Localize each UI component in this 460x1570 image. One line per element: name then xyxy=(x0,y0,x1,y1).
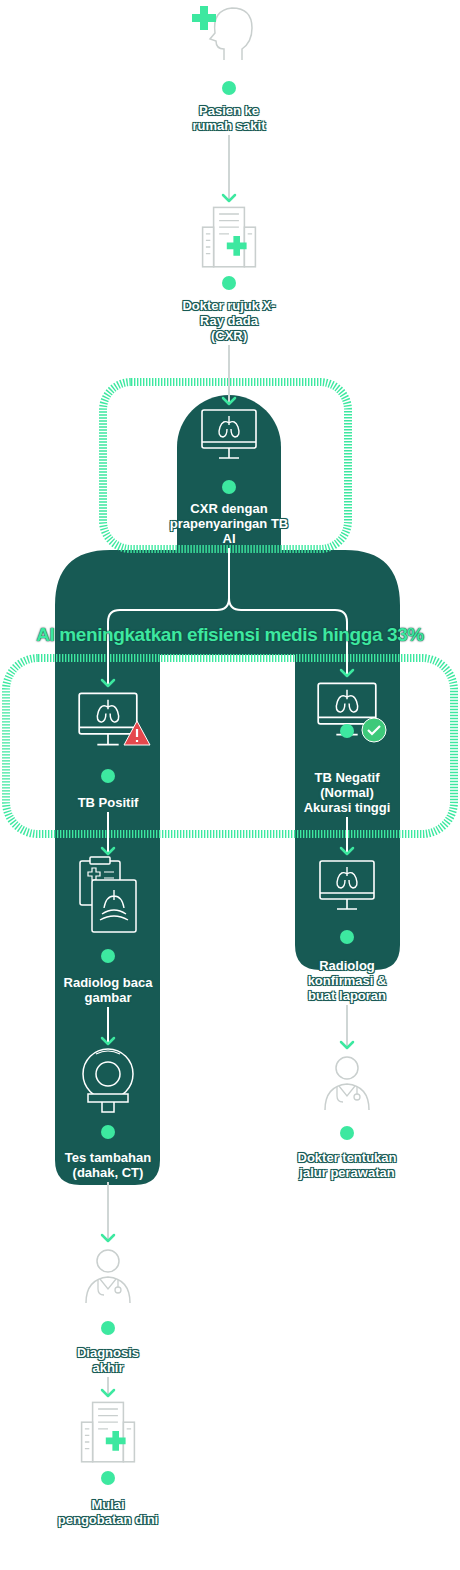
ct-scanner-icon xyxy=(83,1049,133,1112)
step-dot xyxy=(101,769,115,783)
step-label: Radiolog konfirmasi & buat laporan xyxy=(297,958,397,1003)
flow-connector xyxy=(341,817,353,854)
arrow-head xyxy=(102,1038,114,1044)
step-dot xyxy=(340,930,354,944)
warning-symbol xyxy=(124,721,150,745)
arrow-head xyxy=(102,1235,114,1241)
doctor-icon xyxy=(325,1057,369,1110)
report-icon xyxy=(80,857,136,932)
flow-step: TB Negatif (Normal) Akurasi tinggi xyxy=(295,680,399,815)
connector-line xyxy=(108,548,229,686)
connector-line xyxy=(346,817,348,854)
arrow-head xyxy=(341,670,353,676)
flow-step: Dokter rujuk X-Ray dada (CXR) xyxy=(182,205,277,343)
flow-step: Diagnosis akhir xyxy=(68,1245,148,1375)
arrow-head xyxy=(102,848,114,854)
flow-connector xyxy=(341,1005,353,1048)
hospital-icon xyxy=(203,207,256,266)
connector-line xyxy=(107,1007,109,1044)
patient-icon xyxy=(192,6,252,60)
flow-step: Radiolog konfirmasi & buat laporan xyxy=(297,858,397,1003)
step-dot xyxy=(101,949,115,963)
check-symbol xyxy=(362,718,386,742)
connector-line xyxy=(228,345,230,404)
step-dot xyxy=(340,724,354,738)
warning-mark xyxy=(136,729,138,742)
dotted-ai-band xyxy=(6,658,454,834)
step-label: CXR dengan prapenyaringan TB AI xyxy=(169,501,289,546)
connector-line xyxy=(228,135,230,201)
step-dot xyxy=(340,1126,354,1140)
flow-connector xyxy=(223,345,235,404)
doctor-icon xyxy=(86,1250,130,1303)
flow-step: TB Positif xyxy=(58,690,158,810)
step-label: Mulai pengobatan dini xyxy=(55,1497,161,1527)
flow-step: Tes tambahan (dahak, CT) xyxy=(52,1048,164,1180)
arrow-head xyxy=(341,1042,353,1048)
flow-connector xyxy=(102,1007,114,1044)
step-label: TB Positif xyxy=(58,795,158,810)
step-dot xyxy=(101,1471,115,1485)
connector-line xyxy=(107,1377,109,1396)
connector-line xyxy=(229,548,347,676)
arrow-head xyxy=(102,680,114,686)
connector-line xyxy=(346,1005,348,1048)
flow-step: Dokter tentukan jalur perawatan xyxy=(297,1052,397,1180)
flow-step: Pasien ke rumah sakit xyxy=(179,5,279,133)
dotted-ai-frame xyxy=(103,382,348,549)
connector-line xyxy=(107,1182,109,1241)
check-mark xyxy=(368,726,380,734)
flow-connector xyxy=(229,548,353,676)
monitor-icon xyxy=(320,861,374,909)
step-label: Diagnosis akhir xyxy=(68,1345,148,1375)
arrow-head xyxy=(341,848,353,854)
flow-step: Radiolog baca gambar xyxy=(56,858,160,1005)
flow-connector xyxy=(102,1182,114,1241)
step-label: TB Negatif (Normal) Akurasi tinggi xyxy=(295,770,399,815)
step-dot xyxy=(222,81,236,95)
step-dot xyxy=(101,1321,115,1335)
step-label: Tes tambahan (dahak, CT) xyxy=(52,1150,164,1180)
flow-step: CXR dengan prapenyaringan TB AI xyxy=(169,408,289,546)
step-label: Radiolog baca gambar xyxy=(56,975,160,1005)
dark-flow-shape xyxy=(55,550,400,1185)
arrow-head xyxy=(223,398,235,404)
monitor-icon xyxy=(202,410,256,458)
flow-connector xyxy=(223,135,235,201)
step-label: Dokter rujuk X-Ray dada (CXR) xyxy=(182,298,277,343)
step-dot xyxy=(222,480,236,494)
step-dot xyxy=(222,276,236,290)
step-label: Pasien ke rumah sakit xyxy=(179,103,279,133)
step-dot xyxy=(101,1125,115,1139)
arrow-head xyxy=(102,1390,114,1396)
arrow-head xyxy=(223,195,235,201)
flow-connector xyxy=(102,548,229,686)
connector-line xyxy=(107,812,109,854)
flow-step: Mulai pengobatan dini xyxy=(55,1400,161,1527)
flow-connector xyxy=(102,1377,114,1396)
hospital-icon xyxy=(82,1402,135,1461)
step-label: Dokter tentukan jalur perawatan xyxy=(297,1150,397,1180)
flow-connector xyxy=(102,812,114,854)
